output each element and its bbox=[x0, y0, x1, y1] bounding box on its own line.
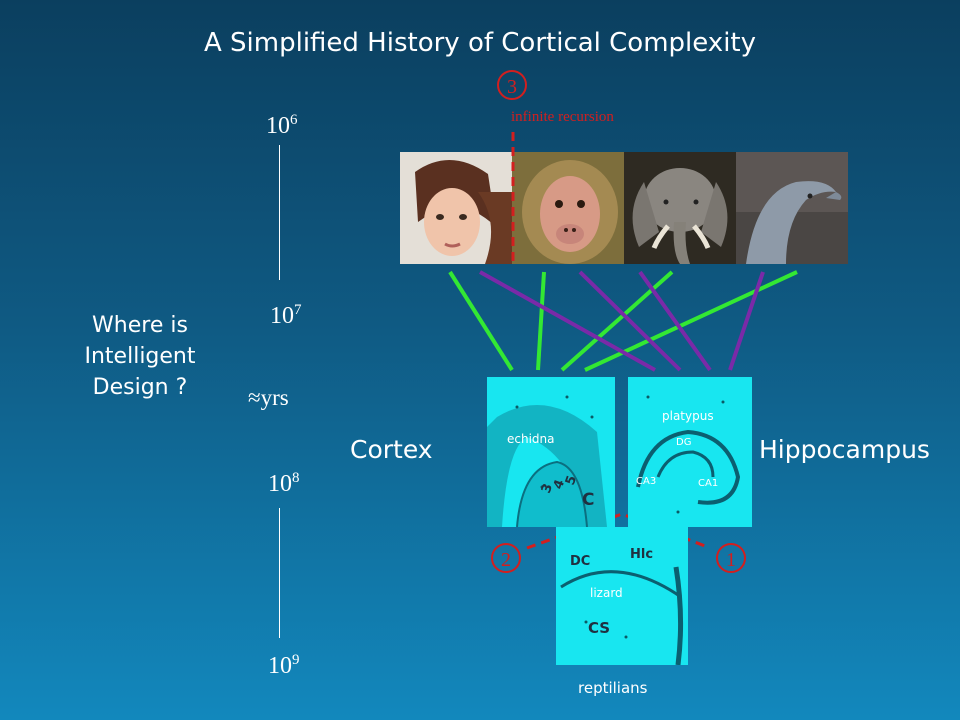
timescale-axis-lower bbox=[279, 508, 280, 638]
cortex-label: Cortex bbox=[350, 435, 433, 464]
infinite-recursion-label: infinite recursion bbox=[511, 109, 614, 125]
dg-label: DG bbox=[676, 437, 692, 448]
cs-label: CS bbox=[588, 619, 611, 637]
child-photo bbox=[400, 152, 512, 264]
echidna-cortex-slice: echidna 3 4 5 C bbox=[487, 377, 615, 527]
cortex-connection bbox=[448, 270, 514, 372]
lizard-label: lizard bbox=[590, 586, 623, 600]
marker-3: 3 bbox=[497, 70, 527, 100]
echidna-label: echidna bbox=[507, 432, 555, 446]
elephant-photo bbox=[624, 152, 736, 264]
tick-1e7: 107 bbox=[270, 302, 302, 329]
reptilians-label: reptilians bbox=[578, 679, 648, 697]
cortex-connection bbox=[536, 271, 546, 371]
hippocampus-connection bbox=[479, 270, 656, 372]
region-c-label: C bbox=[582, 490, 595, 510]
tick-1e9: 109 bbox=[268, 652, 300, 679]
marker-2: 2 bbox=[491, 543, 521, 573]
monkey-photo bbox=[512, 152, 624, 264]
hippocampus-connection bbox=[638, 270, 712, 372]
ca1-label: CA1 bbox=[698, 478, 719, 489]
marker-1: 1 bbox=[716, 543, 746, 573]
hippocampus-label: Hippocampus bbox=[759, 435, 930, 464]
hic-label: Hlc bbox=[630, 547, 654, 562]
timescale-axis-upper bbox=[279, 145, 280, 280]
hippocampus-connection bbox=[728, 271, 765, 371]
page-title: A Simplified History of Cortical Complex… bbox=[203, 28, 757, 58]
intelligent-design-question: Where is Intelligent Design ? bbox=[84, 313, 196, 400]
dc-label: DC bbox=[570, 554, 591, 569]
tick-1e6: 106 bbox=[266, 112, 298, 139]
platypus-hippocampus-slice: platypus DG CA3 CA1 bbox=[628, 377, 752, 527]
tick-1e8: 108 bbox=[268, 470, 300, 497]
years-unit: ≈yrs bbox=[248, 385, 289, 410]
cortex-connection bbox=[584, 270, 798, 372]
dolphin-photo bbox=[736, 152, 848, 264]
ca3-label: CA3 bbox=[636, 476, 657, 487]
lizard-brain-slice: DC Hlc lizard CS bbox=[556, 527, 688, 665]
hippocampus-connection bbox=[578, 270, 682, 372]
platypus-label: platypus bbox=[662, 409, 714, 423]
